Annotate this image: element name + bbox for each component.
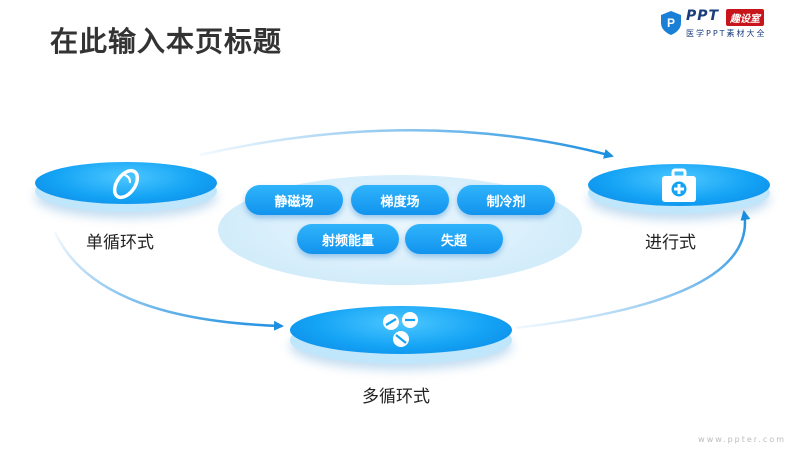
- svg-text:P: P: [667, 16, 675, 30]
- pill-coolant: 制冷剂: [457, 185, 555, 215]
- logo-badge: 趣设室: [726, 9, 764, 26]
- pill-gradient-field: 梯度场: [351, 185, 449, 215]
- page-title: 在此输入本页标题: [50, 25, 283, 58]
- node-right-label: 进行式: [645, 233, 696, 253]
- logo-brand: PPT: [686, 8, 720, 24]
- arrow-left: [53, 231, 284, 331]
- shield-logo-icon: P: [661, 11, 681, 35]
- pill-static-field: 静磁场: [245, 185, 343, 215]
- logo-subtitle: 医学PPT素材大全: [686, 29, 767, 38]
- medical-kit-icon: [662, 168, 696, 202]
- pill-rf-energy: 射频能量: [297, 224, 399, 254]
- arrow-top: [199, 129, 614, 159]
- footer-url: www.ppter.com: [698, 435, 786, 444]
- pill-quench: 失超: [405, 224, 503, 254]
- node-bottom-disc: [290, 306, 512, 364]
- arrow-right: [514, 210, 751, 330]
- brand-logo: P PPT 趣设室 医学PPT素材大全: [660, 8, 788, 42]
- node-left-label: 单循环式: [86, 233, 154, 253]
- node-bottom-label: 多循环式: [362, 387, 430, 407]
- bean-icon: [112, 168, 140, 200]
- node-left-disc: [35, 162, 217, 212]
- pills-icon: [383, 312, 418, 347]
- node-right-disc: [588, 164, 770, 214]
